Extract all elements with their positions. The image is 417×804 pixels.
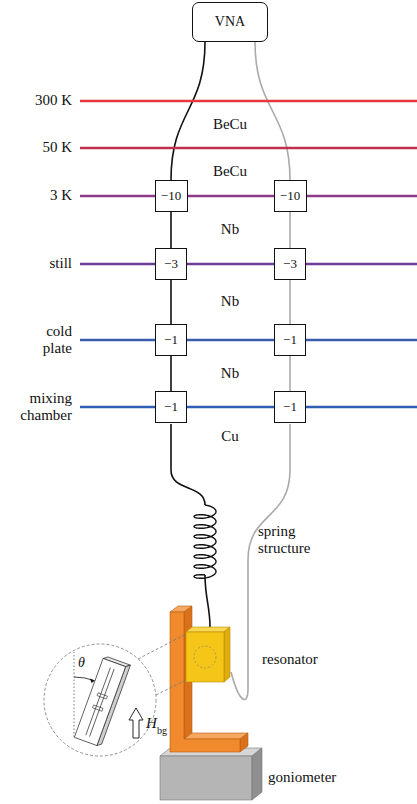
stage-label: cold plate xyxy=(28,323,72,358)
attenuator-box: −3 xyxy=(155,248,187,280)
temperature-stages xyxy=(80,101,417,407)
box-text: −1 xyxy=(283,400,297,414)
chip-meander xyxy=(93,705,103,711)
part-label: goniometer xyxy=(268,769,336,786)
coax-cable xyxy=(171,42,205,180)
inset-leader xyxy=(138,634,186,659)
material-label: Nb xyxy=(221,293,239,310)
instrument-box: VNA xyxy=(192,2,268,42)
inset xyxy=(44,634,186,756)
chip-line xyxy=(86,667,111,735)
block-front xyxy=(186,632,224,682)
attenuator-box: −1 xyxy=(155,324,187,356)
block-side xyxy=(224,627,230,682)
coax-cable xyxy=(289,212,291,248)
field-subscript: bg xyxy=(157,725,167,737)
vertical-reference xyxy=(74,652,75,737)
coax-cable xyxy=(170,356,172,391)
angle-arrowhead xyxy=(90,679,95,684)
bracket-base-top xyxy=(184,733,248,739)
spring-coil xyxy=(194,505,216,578)
stage-line xyxy=(80,195,417,198)
chip-face xyxy=(74,658,125,745)
attenuator-box: −1 xyxy=(155,391,187,423)
box-text: −1 xyxy=(164,333,178,347)
stage-label: still xyxy=(49,255,72,272)
goniometer-front xyxy=(160,756,252,800)
attenuator-box: −10 xyxy=(274,180,307,212)
cable-black xyxy=(205,575,210,627)
stage-label: 300 K xyxy=(35,92,72,109)
box-text: −3 xyxy=(164,257,178,271)
stage-line xyxy=(80,406,417,409)
chip-figure xyxy=(74,656,130,747)
attenuator-box: −3 xyxy=(274,248,306,280)
attenuator-box: −10 xyxy=(155,180,188,212)
bracket-front xyxy=(170,612,240,752)
block-top xyxy=(186,627,230,632)
stage-line xyxy=(80,147,417,150)
bracket-base-side xyxy=(240,733,248,752)
chip-meander xyxy=(97,693,107,699)
stage-line xyxy=(80,339,417,342)
box-text: −10 xyxy=(161,189,181,203)
goniometer-stage xyxy=(160,748,262,800)
goniometer-side xyxy=(252,748,262,800)
box-text: VNA xyxy=(215,14,245,29)
cable-black xyxy=(171,424,205,505)
angle-symbol: θ xyxy=(78,655,85,671)
part-label: spring structure xyxy=(258,523,330,558)
stage-label: 50 K xyxy=(42,139,72,156)
coax-cable xyxy=(170,212,172,248)
attenuator-box: −1 xyxy=(274,391,306,423)
chip-line xyxy=(90,669,115,737)
coax-cable xyxy=(170,280,172,324)
chip-marker xyxy=(194,646,216,668)
field-arrow xyxy=(129,708,143,738)
box-text: −10 xyxy=(280,189,300,203)
material-label: BeCu xyxy=(213,116,247,133)
part-label: resonator xyxy=(262,651,318,668)
coax-cable xyxy=(289,280,291,324)
inset-circle xyxy=(44,644,156,756)
box-text: −1 xyxy=(164,400,178,414)
material-label: Cu xyxy=(221,428,239,445)
material-label: Nb xyxy=(221,365,239,382)
material-label: BeCu xyxy=(213,163,247,180)
box-text: −1 xyxy=(283,333,297,347)
stage-line xyxy=(80,263,417,266)
resonator-bracket xyxy=(170,606,248,752)
resonator-block xyxy=(186,627,230,682)
coax-cable xyxy=(289,356,291,391)
stage-line xyxy=(80,100,417,103)
stage-label: 3 K xyxy=(50,187,72,204)
attenuator-box: −1 xyxy=(274,324,306,356)
field-symbol: H xyxy=(146,715,157,732)
inset-leader xyxy=(156,680,186,695)
spring-path xyxy=(194,505,216,578)
material-label: Nb xyxy=(221,221,239,238)
coax-cable xyxy=(255,42,290,180)
box-text: −3 xyxy=(283,257,297,271)
stage-label: mixing chamber xyxy=(10,390,72,425)
